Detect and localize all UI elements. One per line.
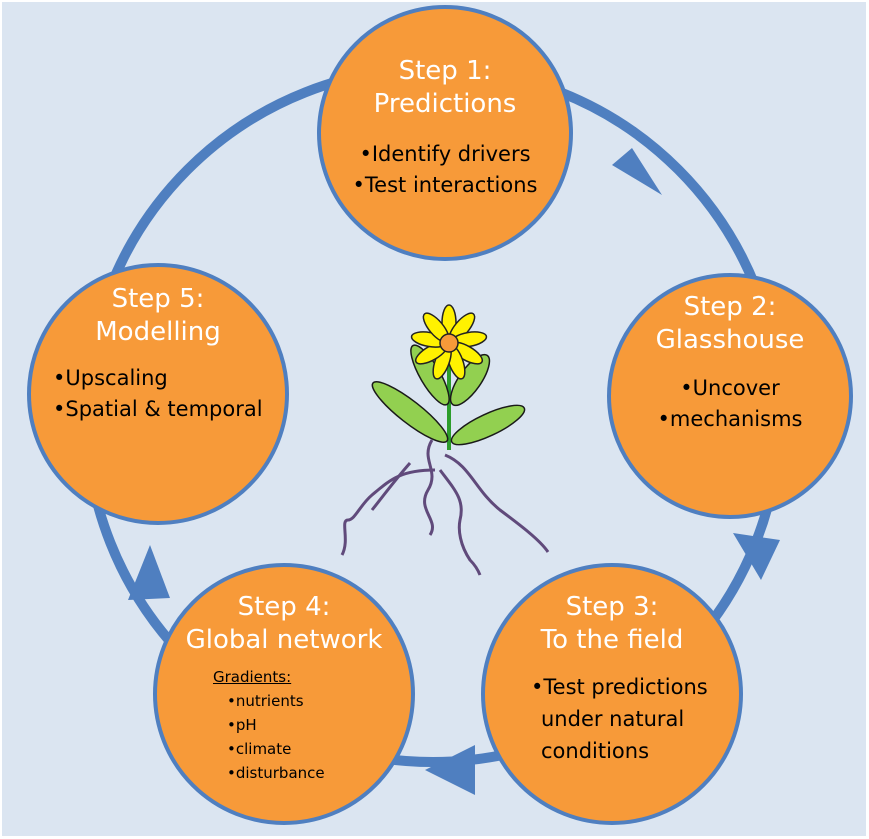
gradient-item: disturbance (227, 761, 325, 785)
step-2-bullet-continuation-text: mechanisms (669, 407, 803, 431)
step-3-bullet-line: conditions (541, 739, 650, 763)
gradients-label: Gradients: (213, 668, 292, 686)
step-5-bullet-text: Spatial & temporal (65, 397, 263, 421)
arrow-icon (128, 545, 170, 600)
arrow-icon (425, 745, 475, 795)
step-5-bullets: •Upscaling •Spatial & temporal (31, 363, 285, 425)
step-4-circle: Step 4: Global network Gradients: nutrie… (153, 563, 415, 825)
step-3-title: Step 3: (565, 592, 659, 622)
step-4-title: Step 4: (237, 592, 331, 622)
step-1-bullet: Identify drivers (321, 139, 569, 170)
step-3-bullet-line: under natural (541, 707, 685, 731)
step-3-subtitle: To the field (540, 625, 684, 655)
step-3-bullet-text: Test predictions (543, 675, 708, 699)
step-2-bullet: Uncover (611, 373, 849, 404)
step-5-title: Step 5: (111, 284, 205, 314)
gradient-item: climate (227, 737, 325, 761)
step-5-bullet: •Upscaling (53, 366, 168, 390)
step-4-gradients: Gradients: nutrients pH climate disturba… (157, 665, 411, 785)
step-4-subtitle: Global network (185, 625, 383, 655)
step-2-title: Step 2: (683, 292, 777, 322)
arrow-icon (612, 148, 662, 195)
gradient-item: pH (227, 713, 325, 737)
step-5-circle: Step 5: Modelling •Upscaling •Spatial & … (27, 263, 289, 525)
gradient-item: nutrients (227, 689, 325, 713)
step-3-circle: Step 3: To the field •Test predictions u… (481, 563, 743, 825)
step-1-circle: Step 1: Predictions Identify drivers Tes… (317, 5, 573, 261)
step-2-bullet-continuation: mechanisms (611, 404, 849, 435)
step-3-bullet: •Test predictions (531, 675, 708, 699)
step-5-subtitle: Modelling (95, 317, 221, 347)
step-2-subtitle: Glasshouse (655, 325, 805, 355)
step-2-bullets: Uncover mechanisms (611, 373, 849, 435)
step-2-circle: Step 2: Glasshouse Uncover mechanisms (607, 273, 853, 519)
step-1-bullets: Identify drivers Test interactions (321, 139, 569, 201)
step-1-title: Step 1: (398, 56, 492, 86)
step-1-bullet: Test interactions (321, 170, 569, 201)
step-3-bullets: •Test predictions under natural conditio… (485, 671, 739, 767)
step-1-subtitle: Predictions (373, 89, 517, 119)
flower-icon (340, 304, 550, 576)
arrow-icon (733, 533, 780, 580)
step-5-bullet: •Spatial & temporal (53, 397, 263, 421)
step-5-bullet-text: Upscaling (65, 366, 168, 390)
